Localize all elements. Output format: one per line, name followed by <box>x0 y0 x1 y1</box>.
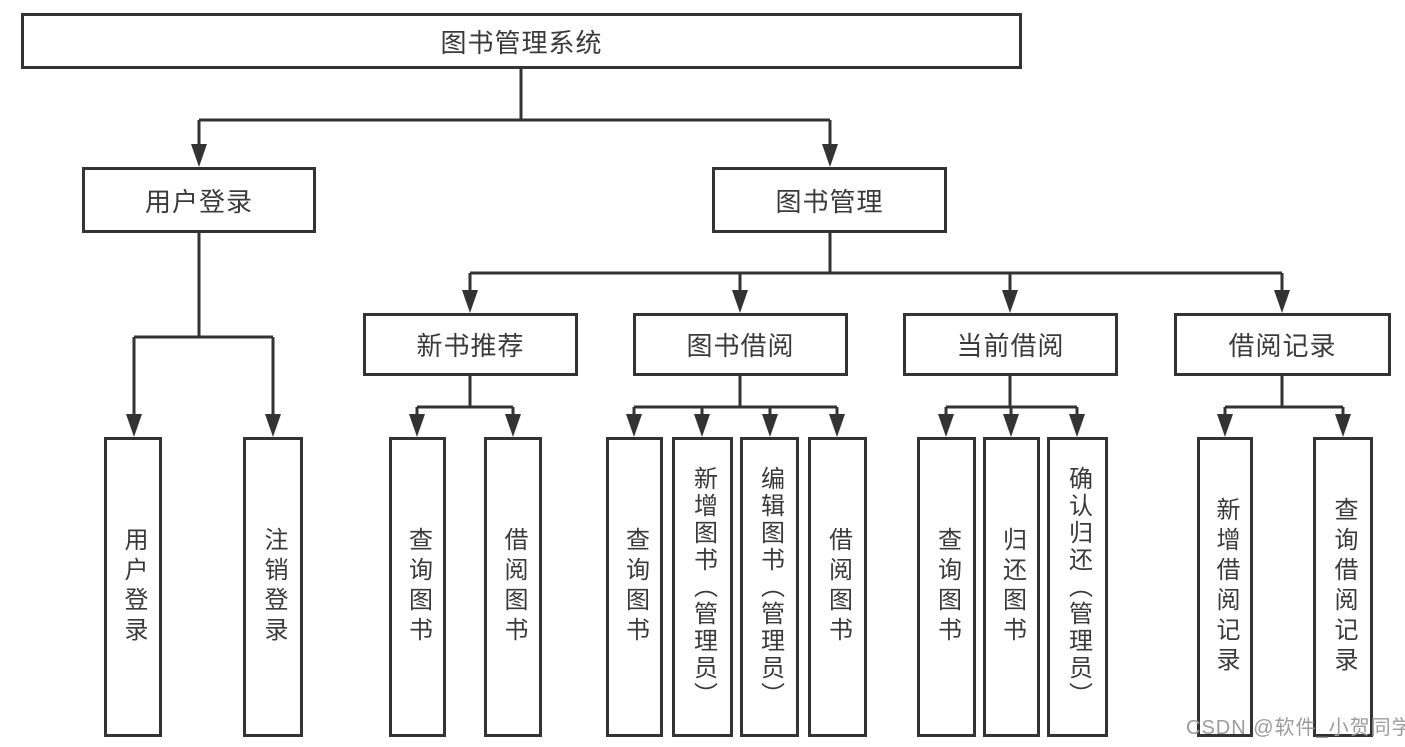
leaf-newbook-query-label: 查询图书 <box>404 527 432 647</box>
node-book-management-label: 图书管理 <box>775 186 884 217</box>
leaf-record-query: 查询借阅记录 <box>1313 437 1373 737</box>
leaf-record-add-label: 新增借阅记录 <box>1212 497 1239 677</box>
node-book-borrow: 图书借阅 <box>633 313 848 376</box>
arrow-icon <box>409 414 425 437</box>
node-library-system-label: 图书管理系统 <box>440 27 603 58</box>
leaf-logout: 注销登录 <box>243 437 303 737</box>
leaf-borrow-query: 查询图书 <box>606 437 663 737</box>
node-new-book-recommend-label: 新书推荐 <box>416 331 525 361</box>
node-user-login-group-label: 用户登录 <box>144 186 253 217</box>
leaf-borrow-book: 借阅图书 <box>808 437 867 737</box>
arrow-icon <box>1069 414 1085 437</box>
leaf-borrow-add-admin-label: 新增图书（管理员） <box>689 465 717 709</box>
arrow-icon <box>265 414 281 437</box>
leaf-newbook-borrow-label: 借阅图书 <box>500 527 527 647</box>
arrow-icon <box>1217 414 1233 437</box>
leaf-borrow-query-label: 查询图书 <box>621 527 649 647</box>
leaf-logout-label: 注销登录 <box>260 527 287 647</box>
arrow-icon <box>762 414 778 437</box>
leaf-current-confirm-admin: 确认归还（管理员） <box>1047 437 1108 737</box>
arrow-icon <box>1003 414 1019 437</box>
arrow-icon <box>1335 414 1351 437</box>
leaf-user-login-label: 用户登录 <box>120 527 147 647</box>
arrow-icon <box>694 414 710 437</box>
leaf-current-query: 查询图书 <box>917 437 976 737</box>
leaf-record-query-label: 查询借阅记录 <box>1330 497 1357 677</box>
leaf-borrow-edit-admin: 编辑图书（管理员） <box>740 437 799 737</box>
leaf-newbook-query: 查询图书 <box>389 437 446 737</box>
arrow-icon <box>126 414 142 437</box>
node-library-system: 图书管理系统 <box>21 13 1022 69</box>
leaf-newbook-borrow: 借阅图书 <box>484 437 542 737</box>
node-user-login-group: 用户登录 <box>82 167 316 233</box>
arrow-icon <box>462 290 478 313</box>
leaf-current-query-label: 查询图书 <box>933 527 961 647</box>
arrow-icon <box>1002 290 1018 313</box>
arrow-icon <box>732 290 748 313</box>
leaf-user-login: 用户登录 <box>104 437 162 737</box>
leaf-current-return-label: 归还图书 <box>998 527 1026 647</box>
arrow-icon <box>505 414 521 437</box>
node-borrow-records: 借阅记录 <box>1174 313 1391 376</box>
arrow-icon <box>938 414 954 437</box>
node-borrow-records-label: 借阅记录 <box>1228 331 1337 361</box>
node-new-book-recommend: 新书推荐 <box>363 313 578 376</box>
node-book-management: 图书管理 <box>712 167 947 233</box>
leaf-borrow-edit-admin-label: 编辑图书（管理员） <box>756 465 784 709</box>
leaf-current-confirm-admin-label: 确认归还（管理员） <box>1064 465 1092 709</box>
arrow-icon <box>822 144 838 167</box>
arrow-icon <box>191 144 207 167</box>
arrow-icon <box>829 414 845 437</box>
csdn-watermark: CSDN @软件_小贺同学 <box>1186 717 1405 739</box>
arrow-icon <box>1274 290 1290 313</box>
leaf-borrow-add-admin: 新增图书（管理员） <box>672 437 733 737</box>
arrow-icon <box>626 414 642 437</box>
node-current-borrow: 当前借阅 <box>903 313 1118 376</box>
node-book-borrow-label: 图书借阅 <box>686 331 795 361</box>
leaf-borrow-book-label: 借阅图书 <box>824 527 852 647</box>
leaf-current-return: 归还图书 <box>983 437 1040 737</box>
node-current-borrow-label: 当前借阅 <box>956 331 1065 361</box>
leaf-record-add: 新增借阅记录 <box>1197 437 1253 737</box>
